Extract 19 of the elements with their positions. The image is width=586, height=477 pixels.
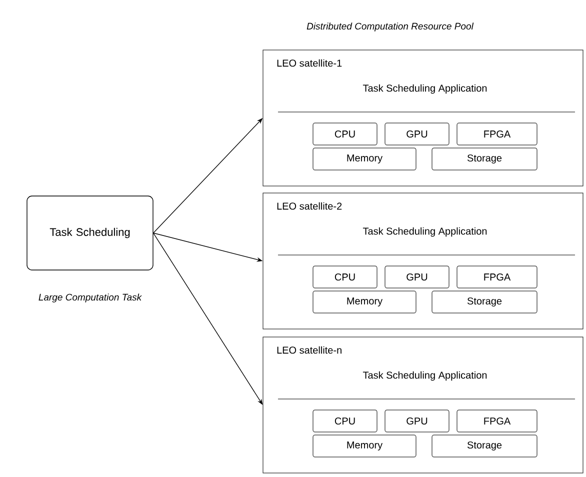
- arrow: [153, 232, 263, 405]
- resource-box: Storage: [432, 290, 538, 314]
- resource-box: Storage: [432, 434, 538, 458]
- resource-box: GPU: [384, 122, 450, 146]
- diagram-title: Distributed Computation Resource Pool: [306, 22, 474, 32]
- resource-box: Memory: [312, 290, 416, 314]
- resource-box: FPGA: [456, 122, 538, 146]
- resource-box: FPGA: [456, 266, 538, 288]
- resource-box: Memory: [312, 148, 416, 170]
- process-box: Task Scheduling: [26, 196, 154, 270]
- resource-box: Storage: [432, 148, 538, 170]
- caption-text: Large Computation Task: [38, 294, 142, 302]
- resource-box: GPU: [384, 266, 450, 288]
- resource-box: CPU: [312, 266, 378, 288]
- resource-box: CPU: [312, 410, 378, 432]
- resource-box: GPU: [384, 410, 450, 432]
- resource-box: CPU: [312, 122, 378, 146]
- resource-box: FPGA: [456, 410, 538, 432]
- resource-box: Memory: [312, 434, 416, 458]
